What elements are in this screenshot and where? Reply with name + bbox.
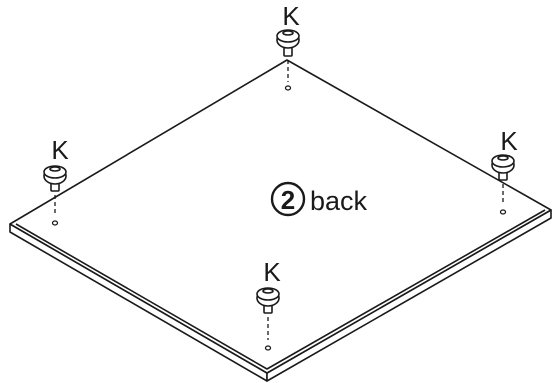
glide-foot-right-icon (491, 154, 515, 181)
panel-top-face (9, 59, 552, 374)
panel-top-bevel (15, 209, 546, 370)
foot-front-hole (264, 345, 272, 351)
foot-front: K (256, 257, 281, 351)
part-number-circle (270, 181, 306, 217)
foot-back-hole (284, 85, 292, 91)
part-marker: 2 back (270, 181, 368, 217)
part-name: back (310, 186, 368, 216)
foot-back-label: K (282, 1, 300, 31)
foot-right-hole (499, 209, 507, 215)
foot-front-label: K (263, 257, 281, 287)
foot-back: K (276, 1, 300, 91)
glide-foot-left-icon (43, 165, 67, 192)
glide-foot-front-icon (256, 287, 280, 314)
foot-left-hole (51, 220, 59, 226)
glide-foot-back-icon (276, 29, 300, 57)
foot-right-label: K (500, 126, 518, 156)
back-panel (9, 59, 552, 382)
foot-left: K (43, 135, 69, 226)
part-number: 2 (281, 185, 295, 215)
foot-left-label: K (51, 135, 69, 165)
foot-right: K (491, 126, 518, 215)
